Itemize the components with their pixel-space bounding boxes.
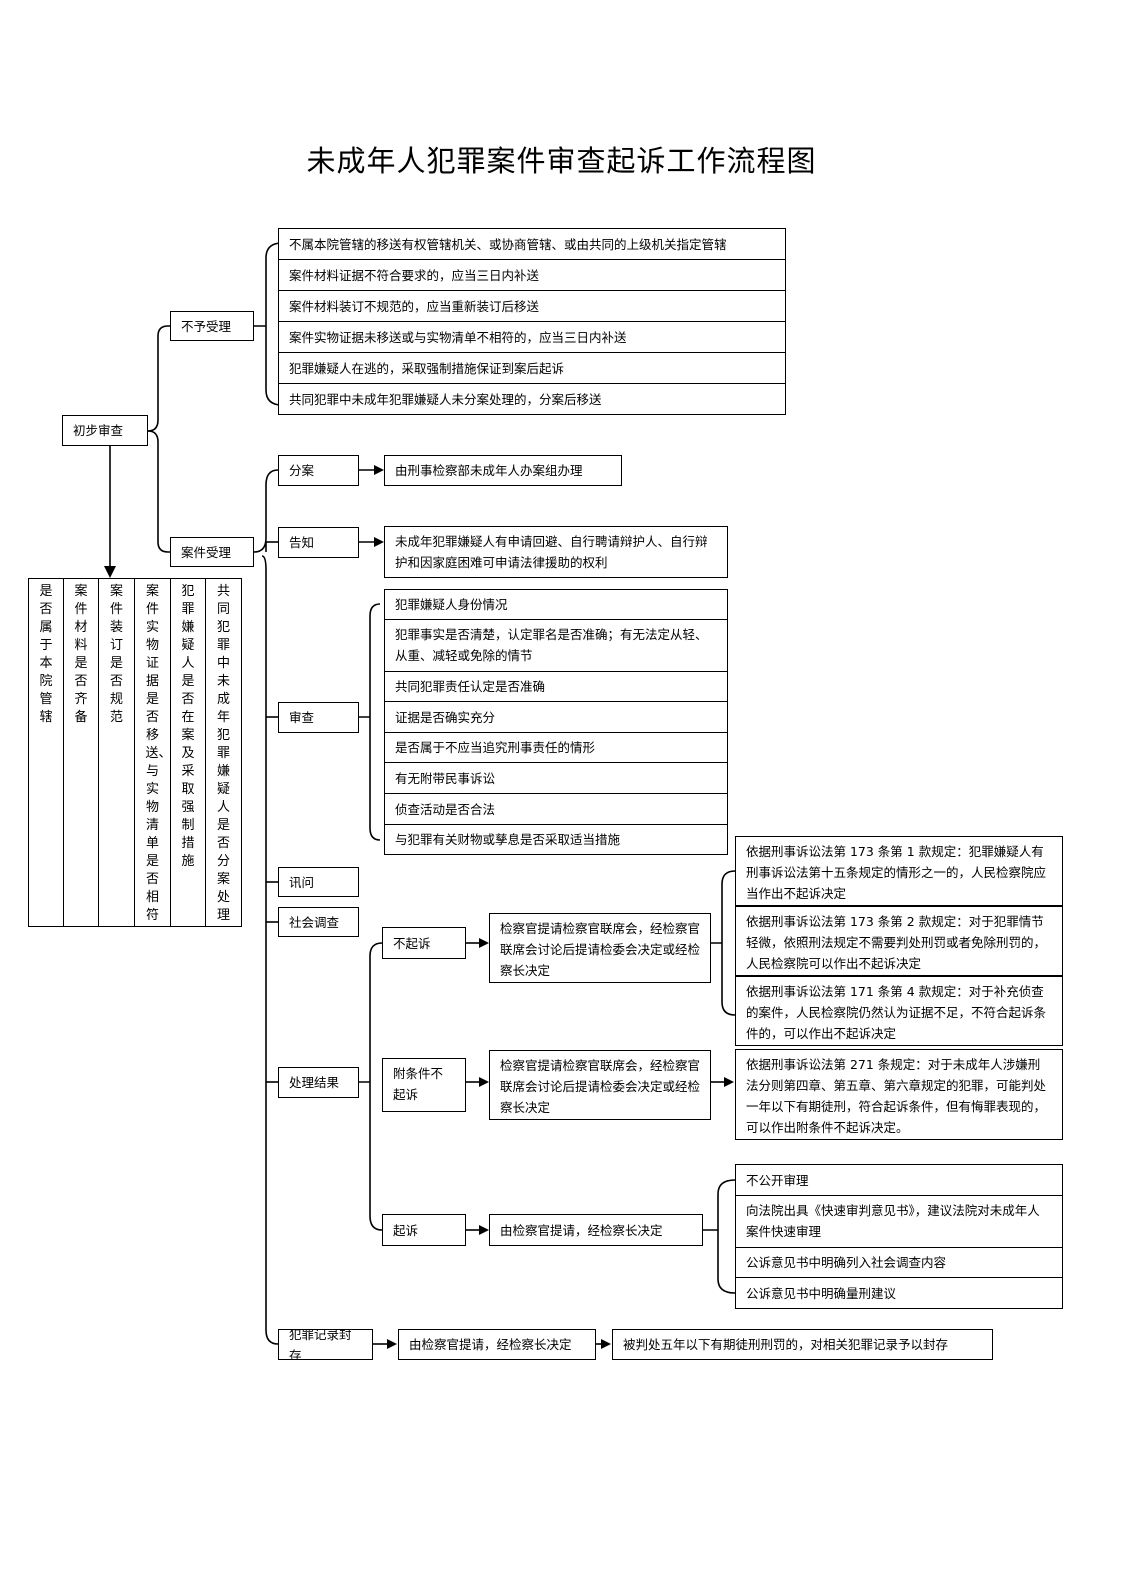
prosecution-process: 由检察官提请，经检察长决定 — [489, 1214, 703, 1246]
connector-accepted-branches — [253, 469, 279, 1345]
arrow-initial-to-checks — [104, 566, 116, 578]
review-item: 证据是否确实充分 — [384, 701, 728, 733]
arrow-cond — [479, 1077, 489, 1087]
bracket-pros-items — [703, 1179, 736, 1294]
not-accepted-item: 案件实物证据未移送或与实物清单不相符的，应当三日内补送 — [278, 321, 786, 353]
check-item: 案件装订是否规范 — [98, 578, 135, 927]
arrow-pros — [479, 1225, 489, 1235]
bracket-disposition — [359, 942, 383, 1231]
arrow-record-1 — [387, 1339, 397, 1349]
arrow-no-pros — [479, 938, 489, 948]
prosecution-item: 公诉意见书中明确列入社会调查内容 — [735, 1247, 1063, 1278]
node-social-investigation: 社会调查 — [278, 907, 359, 937]
inform-detail: 未成年犯罪嫌疑人有申请回避、自行聘请辩护人、自行辩护和因家庭困难可申请法律援助的… — [384, 526, 728, 578]
review-item: 有无附带民事诉讼 — [384, 762, 728, 794]
no-prosecution-basis: 依据刑事诉讼法第 173 条第 1 款规定：犯罪嫌疑人有刑事诉讼法第十五条规定的… — [735, 836, 1063, 906]
review-item: 犯罪嫌疑人身份情况 — [384, 589, 728, 620]
page-title: 未成年人犯罪案件审查起诉工作流程图 — [306, 144, 817, 178]
check-item: 犯罪嫌疑人是否在案及采取强制措施 — [170, 578, 206, 927]
node-prosecution: 起诉 — [382, 1214, 466, 1246]
not-accepted-item: 犯罪嫌疑人在逃的，采取强制措施保证到案后起诉 — [278, 352, 786, 384]
check-item: 案件实物证据是否移送、与实物清单是否相符 — [134, 578, 171, 927]
check-item: 案件材料是否齐备 — [63, 578, 99, 927]
arrow-cond-basis — [724, 1077, 734, 1087]
review-item: 与犯罪有关财物或孳息是否采取适当措施 — [384, 824, 728, 855]
connector-initial-to-not-accepted — [147, 325, 170, 432]
assign-detail: 由刑事检察部未成年人办案组办理 — [384, 455, 622, 486]
node-disposition: 处理结果 — [278, 1067, 359, 1098]
node-review: 审查 — [278, 702, 359, 733]
node-record-sealing: 犯罪记录封存 — [278, 1329, 373, 1360]
conditional-basis: 依据刑事诉讼法第 271 条规定：对于未成年人涉嫌刑法分则第四章、第五章、第六章… — [735, 1049, 1063, 1140]
node-assign: 分案 — [278, 455, 359, 486]
record-detail: 被判处五年以下有期徒刑刑罚的，对相关犯罪记录予以封存 — [612, 1329, 993, 1360]
node-conditional-no-prosecution: 附条件不起诉 — [382, 1058, 466, 1112]
not-accepted-item: 案件材料装订不规范的，应当重新装订后移送 — [278, 290, 786, 322]
connector-initial-to-accepted — [147, 430, 170, 553]
review-item: 共同犯罪责任认定是否准确 — [384, 671, 728, 702]
not-accepted-item: 不属本院管辖的移送有权管辖机关、或协商管辖、或由共同的上级机关指定管辖 — [278, 228, 786, 260]
review-item: 是否属于不应当追究刑事责任的情形 — [384, 732, 728, 763]
arrow-inform — [374, 537, 384, 547]
check-item: 共同犯罪中未成年犯罪嫌疑人是否分案处理 — [205, 578, 242, 927]
review-item: 犯罪事实是否清楚，认定罪名是否准确；有无法定从轻、从重、减轻或免除的情节 — [384, 619, 728, 672]
node-initial-review: 初步审查 — [62, 415, 148, 446]
prosecution-item: 不公开审理 — [735, 1164, 1063, 1196]
not-accepted-item: 共同犯罪中未成年犯罪嫌疑人未分案处理的，分案后移送 — [278, 383, 786, 415]
no-prosecution-basis: 依据刑事诉讼法第 173 条第 2 款规定：对于犯罪情节轻微，依照刑法规定不需要… — [735, 906, 1063, 976]
arrow-record-2 — [601, 1339, 611, 1349]
prosecution-item: 公诉意见书中明确量刑建议 — [735, 1277, 1063, 1309]
prosecution-item: 向法院出具《快速审判意见书》，建议法院对未成年人案件快速审理 — [735, 1195, 1063, 1248]
node-no-prosecution: 不起诉 — [382, 927, 466, 959]
conditional-process: 检察官提请检察官联席会，经检察官联席会讨论后提请检委会决定或经检察长决定 — [489, 1050, 711, 1120]
node-accepted: 案件受理 — [170, 537, 254, 567]
bracket-no-pros-basis — [711, 870, 736, 1016]
no-prosecution-basis: 依据刑事诉讼法第 171 条第 4 款规定：对于补充侦查的案件，人民检察院仍然认… — [735, 976, 1063, 1046]
node-not-accepted: 不予受理 — [170, 311, 254, 341]
arrow-assign — [374, 465, 384, 475]
review-item: 侦查活动是否合法 — [384, 793, 728, 825]
record-process: 由检察官提请，经检察长决定 — [398, 1329, 596, 1360]
node-interrogate: 讯问 — [278, 867, 359, 897]
no-prosecution-process: 检察官提请检察官联席会，经检察官联席会讨论后提请检委会决定或经检察长决定 — [489, 913, 711, 983]
node-inform: 告知 — [278, 527, 359, 558]
bracket-not-accepted — [254, 242, 283, 406]
check-item: 是否属于本院管辖 — [28, 578, 64, 927]
not-accepted-item: 案件材料证据不符合要求的，应当三日内补送 — [278, 259, 786, 291]
bracket-review — [359, 603, 381, 841]
